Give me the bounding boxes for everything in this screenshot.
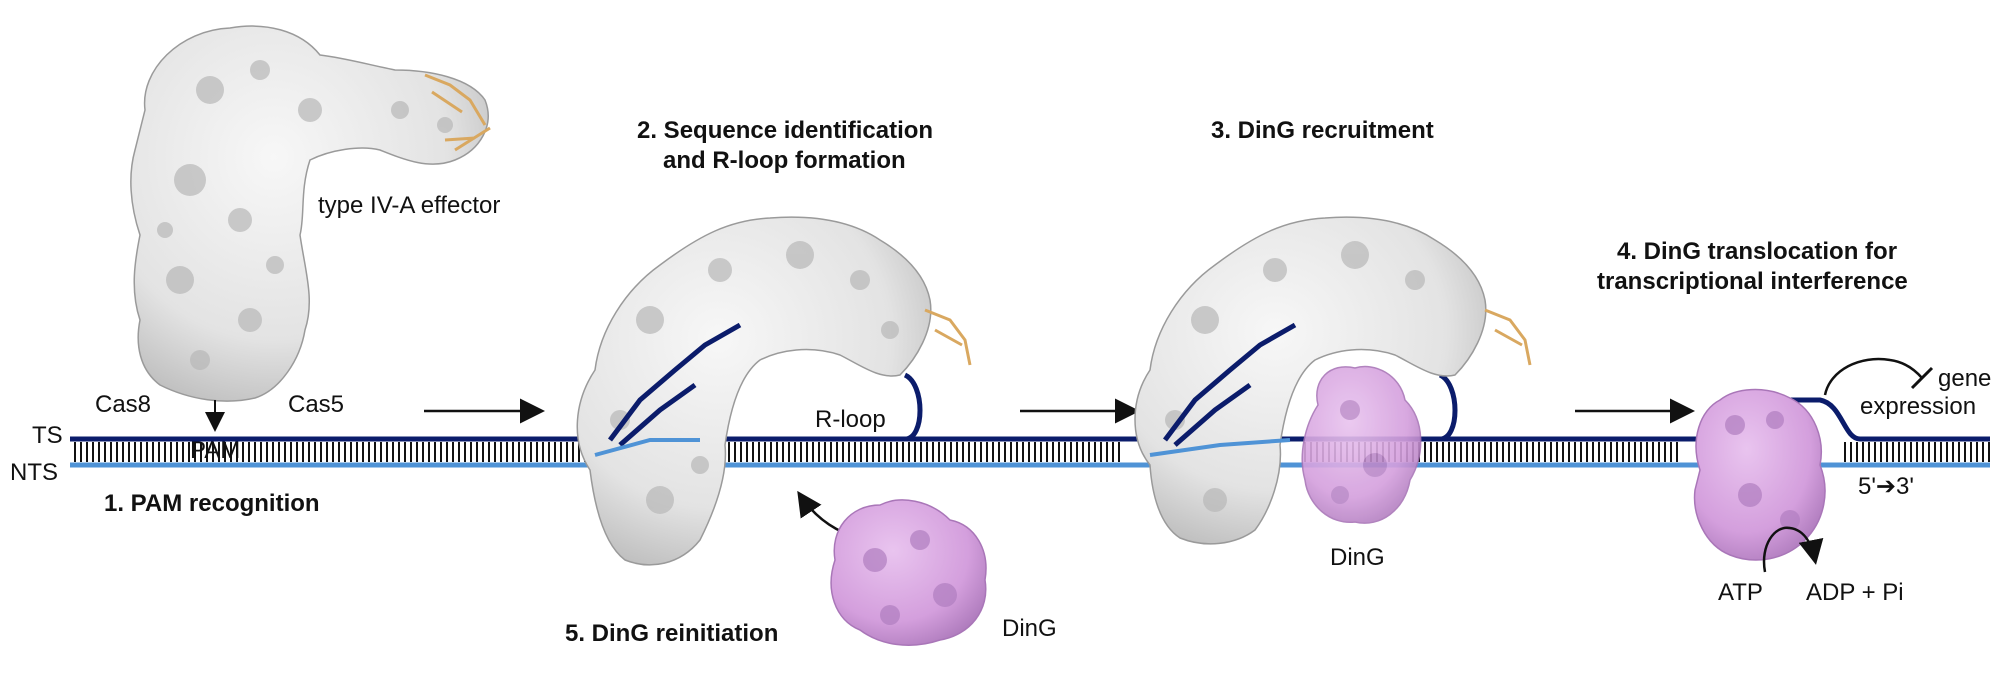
atp-hydrolysis-arrow: [1762, 526, 1824, 573]
step4-ding: [1693, 388, 1826, 561]
step1-title: 1. PAM recognition: [104, 490, 320, 517]
atp-label: ATP: [1718, 579, 1763, 606]
inhibition-arc: [1823, 357, 1923, 396]
cas5-label: Cas5: [288, 391, 344, 418]
nts-label: NTS: [10, 459, 58, 486]
step3-title: 3. DinG recruitment: [1211, 117, 1434, 144]
step5-ding: [830, 499, 987, 646]
cas8-label: Cas8: [95, 391, 151, 418]
rloop-ts-step2: [903, 372, 923, 442]
step3-ding: [1301, 365, 1422, 524]
gene-label: gene: [1938, 365, 1991, 392]
effector-label: type IV-A effector: [318, 192, 500, 219]
rloop-label: R-loop: [815, 406, 886, 433]
step2-title-line2: and R-loop formation: [663, 147, 906, 174]
step4-title-line1: 4. DinG translocation for: [1617, 238, 1897, 265]
step4-title-line2: transcriptional interference: [1597, 268, 1908, 295]
step5-title: 5. DinG reinitiation: [565, 620, 778, 647]
step2-effector: [576, 216, 972, 566]
expression-label: expression: [1860, 393, 1976, 420]
adp-label: ADP + Pi: [1806, 579, 1904, 606]
step2-title-line1: 2. Sequence identification: [637, 117, 933, 144]
base-pairs-seg2: [700, 442, 1120, 462]
ts-label: TS: [32, 422, 63, 449]
rloop-ts-step3: [1438, 372, 1458, 442]
inhibition-bar: [1910, 366, 1934, 390]
pam-label: PAM: [190, 437, 240, 464]
step3-effector: [1134, 216, 1532, 545]
direction-label: 5'➔3': [1858, 473, 1914, 500]
step5-ding-label: DinG: [1002, 615, 1057, 642]
base-pairs-seg4: [1840, 442, 1990, 462]
step3-ding-label: DinG: [1330, 544, 1385, 571]
base-pairs-seg1: [70, 442, 590, 462]
step1-effector: type IV-A effector Cas8 Cas5 PAM: [95, 25, 500, 464]
